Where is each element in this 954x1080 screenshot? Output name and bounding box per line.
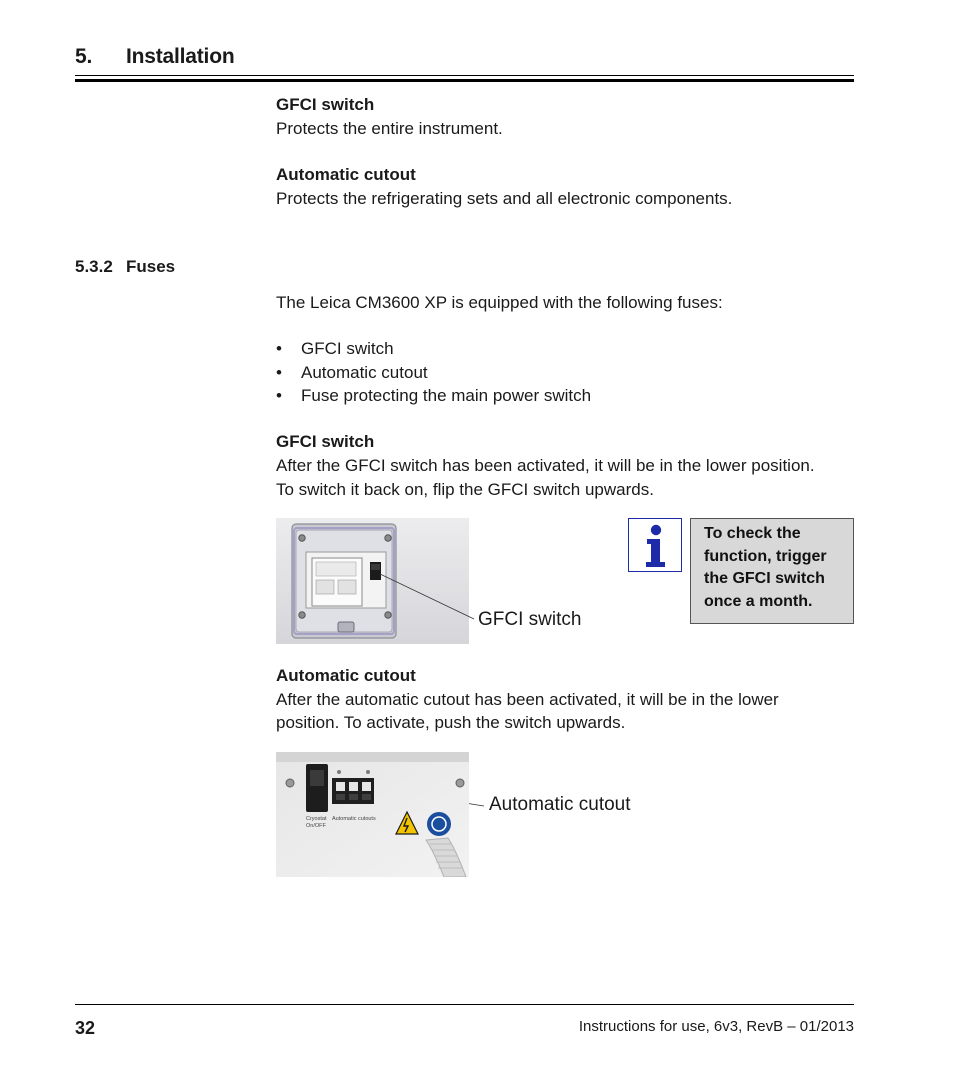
page-number: 32 (75, 1018, 96, 1038)
header-rule-thick (75, 79, 854, 82)
info-note-line: the GFCI switch (704, 570, 825, 587)
info-note-line: once a month. (704, 592, 813, 610)
cutout-definition-heading: Automatic cutout (276, 165, 416, 184)
list-item: GFCI switch (276, 337, 591, 361)
chapter-title: Installation (126, 45, 235, 68)
gfci-text-line1: After the GFCI switch has been activated… (276, 456, 815, 475)
cutout-text-line2: position. To activate, push the switch u… (276, 713, 626, 732)
info-note-line: To check the (704, 525, 801, 542)
chapter-number: 5. (75, 45, 93, 68)
gfci-switch-photo (276, 518, 469, 644)
list-item: Automatic cutout (276, 361, 591, 385)
cutout-definition-text: Protects the refrigerating sets and all … (276, 189, 733, 208)
photo-label-main-switch: Cryostat On/OFF (306, 816, 327, 829)
cutout-callout-label: Automatic cutout (489, 794, 631, 815)
info-note: To check the function, trigger the GFCI … (690, 518, 854, 624)
gfci-definition-text: Protects the entire instrument. (276, 119, 503, 138)
section-number: 5.3.2 (75, 257, 113, 276)
gfci-heading: GFCI switch (276, 432, 375, 451)
info-note-line: function, trigger (704, 547, 827, 565)
section-lead: The Leica CM3600 XP is equipped with the… (276, 293, 723, 312)
info-icon (628, 518, 682, 572)
gfci-callout-label: GFCI switch (478, 609, 582, 630)
gfci-definition-heading: GFCI switch (276, 95, 375, 114)
footer-rule (75, 1004, 854, 1005)
list-item: Fuse protecting the main power switch (276, 384, 591, 408)
cutout-text-line1: After the automatic cutout has been acti… (276, 690, 779, 709)
gfci-text-line2: To switch it back on, flip the GFCI swit… (276, 480, 654, 499)
photo-label-cutouts: Automatic cutouts (332, 816, 376, 822)
section-title: Fuses (126, 257, 176, 276)
header-rule-thin (75, 75, 854, 76)
fuse-list: GFCI switch Automatic cutout Fuse protec… (276, 337, 591, 408)
automatic-cutout-photo: Cryostat On/OFF Automatic cutouts (276, 752, 469, 877)
footer-text: Instructions for use, 6v3, RevB – 01/201… (578, 1018, 854, 1035)
cutout-heading: Automatic cutout (276, 666, 416, 685)
